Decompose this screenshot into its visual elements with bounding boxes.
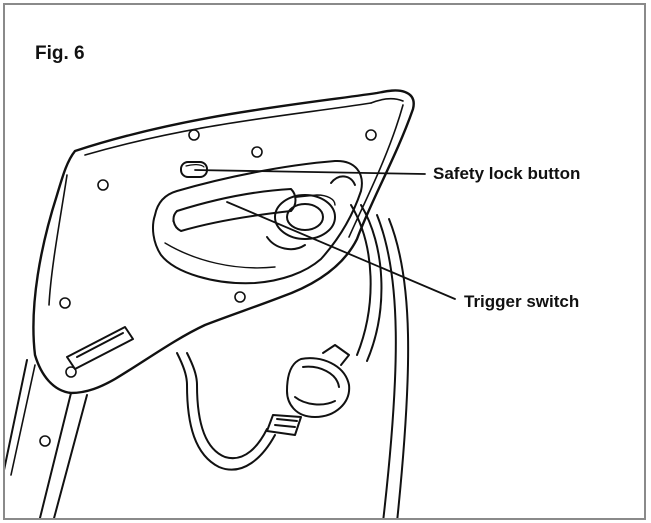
- shaft: [5, 359, 88, 518]
- leader-safety: [194, 169, 426, 175]
- power-cord: [176, 204, 410, 518]
- safety-lock-label: Safety lock button: [433, 164, 581, 183]
- shaft-edge: [10, 364, 36, 476]
- screw-holes: [39, 129, 377, 447]
- housing-rim: [48, 98, 404, 306]
- leader-trigger: [226, 201, 456, 300]
- grip-window: [152, 159, 363, 285]
- trigger-switch-label: Trigger switch: [464, 292, 580, 311]
- cord-loop: [266, 175, 356, 251]
- vent-slot: [66, 326, 134, 370]
- leader-lines: [194, 169, 456, 300]
- tool-handle-illustration: [5, 89, 456, 518]
- figure-frame: Fig. 6 Safety lock button Trigger switch: [3, 3, 646, 520]
- inline-connector: [266, 344, 351, 436]
- trigger-switch: [172, 188, 297, 232]
- figure-title: Fig. 6: [35, 43, 85, 64]
- handle-housing: [32, 89, 415, 395]
- window-lower: [164, 242, 276, 269]
